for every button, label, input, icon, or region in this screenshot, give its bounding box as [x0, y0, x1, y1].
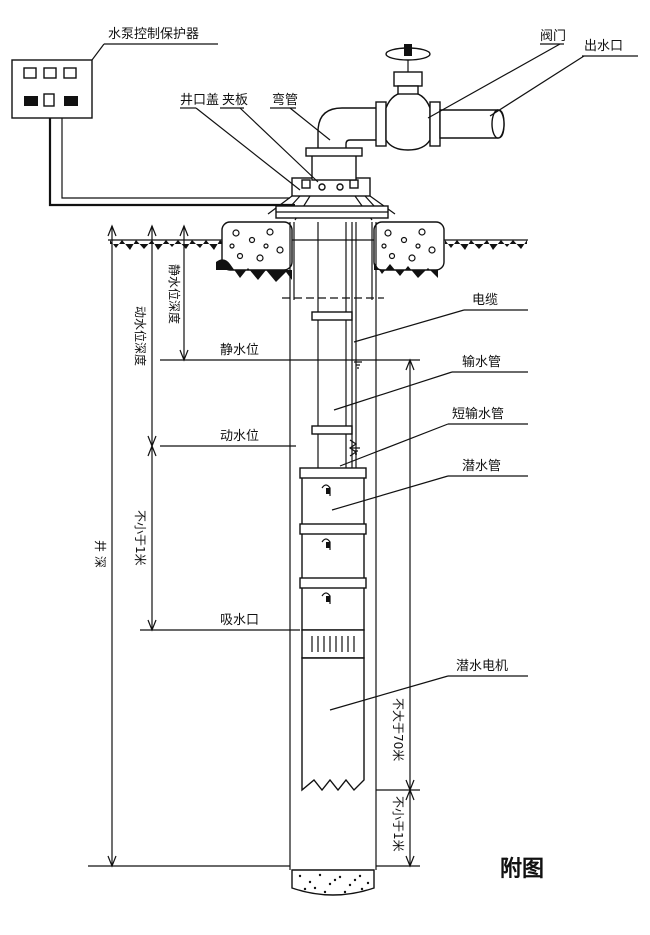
short-delivery-pipe-label: 短输水管 [452, 406, 504, 422]
submersible-pump [299, 467, 367, 631]
concrete-foundation-right [373, 221, 445, 278]
submersible-motor-label: 潜水电机 [456, 659, 508, 674]
elbow-label: 弯管 [272, 92, 298, 108]
intake-label: 吸水口 [220, 613, 259, 628]
min-1m-bottom-label: 不小于1米 [391, 796, 405, 852]
max-70m-label: 不大于70米 [391, 698, 405, 761]
control-cable [48, 118, 295, 207]
dynamic-depth-label: 动水位深度 [133, 306, 148, 366]
outlet-pipe [439, 109, 505, 139]
concrete-foundation-left [216, 221, 293, 282]
clamp-plate-label: 夹板 [222, 93, 248, 108]
well-casing [282, 222, 384, 870]
well-depth-label: 井 深 [93, 540, 107, 568]
submersible-pump-label: 潜水管 [462, 459, 501, 474]
delivery-pipe [311, 222, 353, 470]
cable-label: 电缆 [472, 292, 498, 308]
figure-caption: 附图 [500, 856, 544, 882]
static-depth-label: 静水位深度 [167, 264, 182, 324]
controller-box [11, 43, 218, 119]
well-bottom-gravel [291, 869, 375, 896]
elbow-pipe [305, 101, 387, 181]
water-level-lines [88, 359, 420, 867]
wellhead-cover-label: 井口盖 [180, 93, 219, 108]
dimension-lines [107, 224, 415, 868]
dynamic-level-label: 动水位 [220, 429, 259, 444]
delivery-pipe-label: 输水管 [462, 354, 501, 370]
valve-label: 阀门 [540, 29, 566, 44]
leader-lines [180, 43, 638, 711]
wellhead-clamp [267, 177, 396, 221]
submersible-motor [301, 657, 365, 792]
min-1m-top-label: 不小于1米 [133, 510, 147, 566]
outlet-label: 出水口 [584, 39, 623, 54]
valve [385, 44, 441, 151]
static-level-label: 静水位 [220, 343, 259, 358]
pump-intake-grille [301, 629, 365, 659]
controller-label: 水泵控制保护器 [108, 27, 199, 42]
power-cable [348, 222, 358, 470]
